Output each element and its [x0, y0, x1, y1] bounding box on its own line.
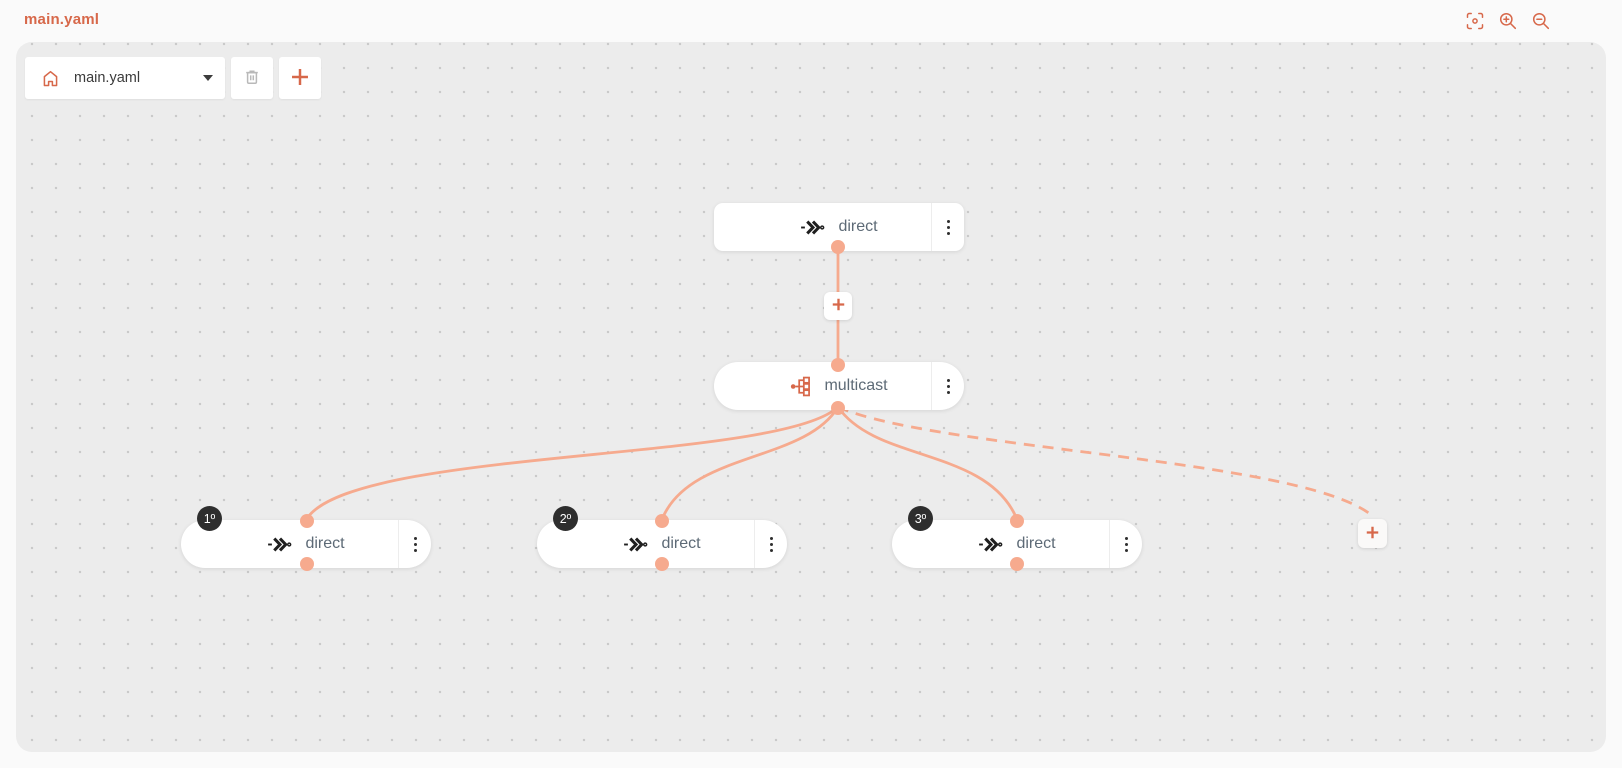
insert-step-button[interactable]: [824, 292, 852, 320]
focus-icon: [1466, 12, 1484, 30]
home-icon: [41, 69, 60, 88]
trash-icon: [242, 67, 262, 90]
add-branch-button[interactable]: [1358, 519, 1387, 548]
canvas-toolbar: main.yaml: [25, 57, 321, 99]
direct-endpoint-icon: [978, 535, 1003, 554]
zoom-out-button[interactable]: [1532, 12, 1550, 30]
node-menu-button[interactable]: [931, 203, 964, 251]
node-direct-branch-3[interactable]: 3º direct: [892, 506, 1142, 568]
node-direct-start[interactable]: direct: [714, 203, 964, 251]
route-selector[interactable]: main.yaml: [25, 57, 225, 99]
step-order-badge: 2º: [553, 506, 578, 531]
node-menu-button[interactable]: [1109, 520, 1142, 568]
view-controls: [1466, 12, 1550, 30]
node-direct-branch-2[interactable]: 2º direct: [537, 506, 787, 568]
page-title: main.yaml: [24, 11, 100, 28]
zoom-in-button[interactable]: [1499, 12, 1517, 30]
node-direct-branch-1[interactable]: 1º direct: [181, 506, 431, 568]
edge-multicast-branch2: [661, 406, 840, 518]
node-label: direct: [305, 535, 345, 552]
plus-icon: [830, 296, 847, 316]
node-label: direct: [661, 535, 701, 552]
direct-endpoint-icon: [800, 218, 825, 237]
multicast-icon: [790, 376, 811, 397]
node-menu-button[interactable]: [754, 520, 787, 568]
edge-multicast-branch3: [836, 406, 1018, 518]
title-bar: main.yaml: [0, 0, 1622, 42]
node-menu-button[interactable]: [398, 520, 431, 568]
node-label: direct: [1016, 535, 1056, 552]
zoom-out-icon: [1532, 12, 1550, 30]
plus-icon: [289, 66, 311, 91]
direct-endpoint-icon: [623, 535, 648, 554]
edge-multicast-branch1: [306, 405, 839, 518]
direct-endpoint-icon: [267, 535, 292, 554]
plus-icon: [1364, 524, 1381, 544]
node-label: multicast: [824, 377, 888, 394]
step-order-badge: 3º: [908, 506, 933, 531]
node-menu-button[interactable]: [931, 362, 964, 410]
node-label: direct: [838, 218, 878, 235]
delete-route-button[interactable]: [231, 57, 273, 99]
zoom-in-icon: [1499, 12, 1517, 30]
fit-to-screen-button[interactable]: [1466, 12, 1484, 30]
step-order-badge: 1º: [197, 506, 222, 531]
new-route-button[interactable]: [279, 57, 321, 99]
node-multicast[interactable]: multicast: [714, 362, 964, 410]
route-selector-value: main.yaml: [74, 70, 141, 86]
chevron-down-icon: [203, 75, 213, 81]
flow-canvas[interactable]: main.yaml: [16, 42, 1606, 752]
edge-multicast-addstep: [837, 405, 1371, 516]
